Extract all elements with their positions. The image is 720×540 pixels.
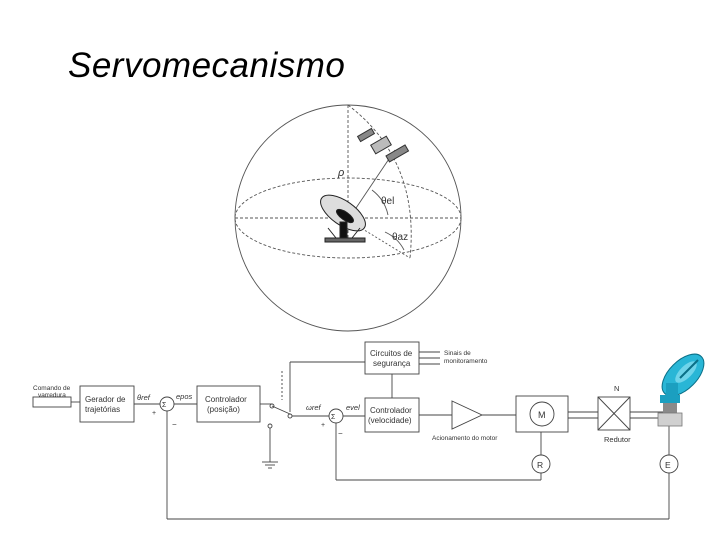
reducer-ratio-label: N (614, 384, 619, 393)
antenna-icon (320, 194, 366, 243)
safety-circuits-label-2: segurança (373, 359, 411, 368)
switch-contact-ground (267, 423, 273, 429)
tachometer-label: R (537, 460, 543, 470)
reducer-cross-2 (597, 396, 631, 431)
sphere-meridian (347, 104, 412, 259)
command-label-1: Comando de (33, 385, 71, 392)
reducer-block (597, 396, 631, 431)
elevation-label: θel (381, 196, 394, 207)
velocity-controller-block (364, 397, 420, 433)
position-controller-label-2: (posição) (207, 405, 240, 414)
switch-arm (271, 405, 291, 415)
sum-1-minus: − (172, 420, 177, 429)
sum-1-plus: + (152, 410, 156, 417)
command-label-2: varredura (38, 392, 66, 399)
trajectory-generator-label-2: trajetórias (85, 405, 120, 414)
velocity-controller-label-1: Controlador (370, 406, 412, 415)
e-pos-label: epos (176, 392, 193, 401)
monitor-signals-label-1: Sinais de (444, 350, 471, 357)
slide-title: Servomecanismo (68, 46, 346, 85)
motor-driver-amplifier (451, 400, 484, 430)
motor-driver-label: Acionamento do motor (432, 435, 498, 442)
sum-2-symbol: Σ (331, 414, 336, 421)
theta-ref-label: θref (137, 393, 151, 402)
sphere-illustration (234, 104, 462, 332)
sum-2-minus: − (338, 429, 343, 438)
azimuth-label: θaz (392, 232, 408, 243)
position-controller-label-1: Controlador (205, 395, 247, 404)
motor-label: M (538, 410, 546, 420)
safety-circuits-block (364, 341, 420, 375)
trajectory-generator-block (79, 385, 135, 423)
switch-contact-2 (287, 413, 293, 419)
satellite-dish-icon (657, 353, 705, 427)
azimuth-arc (384, 231, 405, 251)
motor-symbol (529, 401, 555, 427)
elevation-arc (371, 189, 389, 216)
rho-label: ρ (337, 167, 344, 179)
reducer-label: Redutor (604, 435, 631, 444)
e-vel-label: evel (346, 403, 360, 412)
omega-ref-label: ωref (306, 403, 322, 412)
position-controller-block (196, 385, 261, 423)
sum-1-symbol: Σ (162, 402, 167, 409)
motor-block (515, 395, 569, 433)
safety-circuits-label-1: Circuitos de (370, 349, 413, 358)
velocity-controller-label-2: (velocidade) (368, 416, 412, 425)
sum-2-plus: + (321, 422, 325, 429)
trajectory-generator-label-1: Gerador de (85, 395, 126, 404)
monitor-signals-label-2: monitoramento (444, 358, 488, 365)
encoder-label: E (665, 460, 671, 470)
satellite-icon (356, 127, 410, 163)
